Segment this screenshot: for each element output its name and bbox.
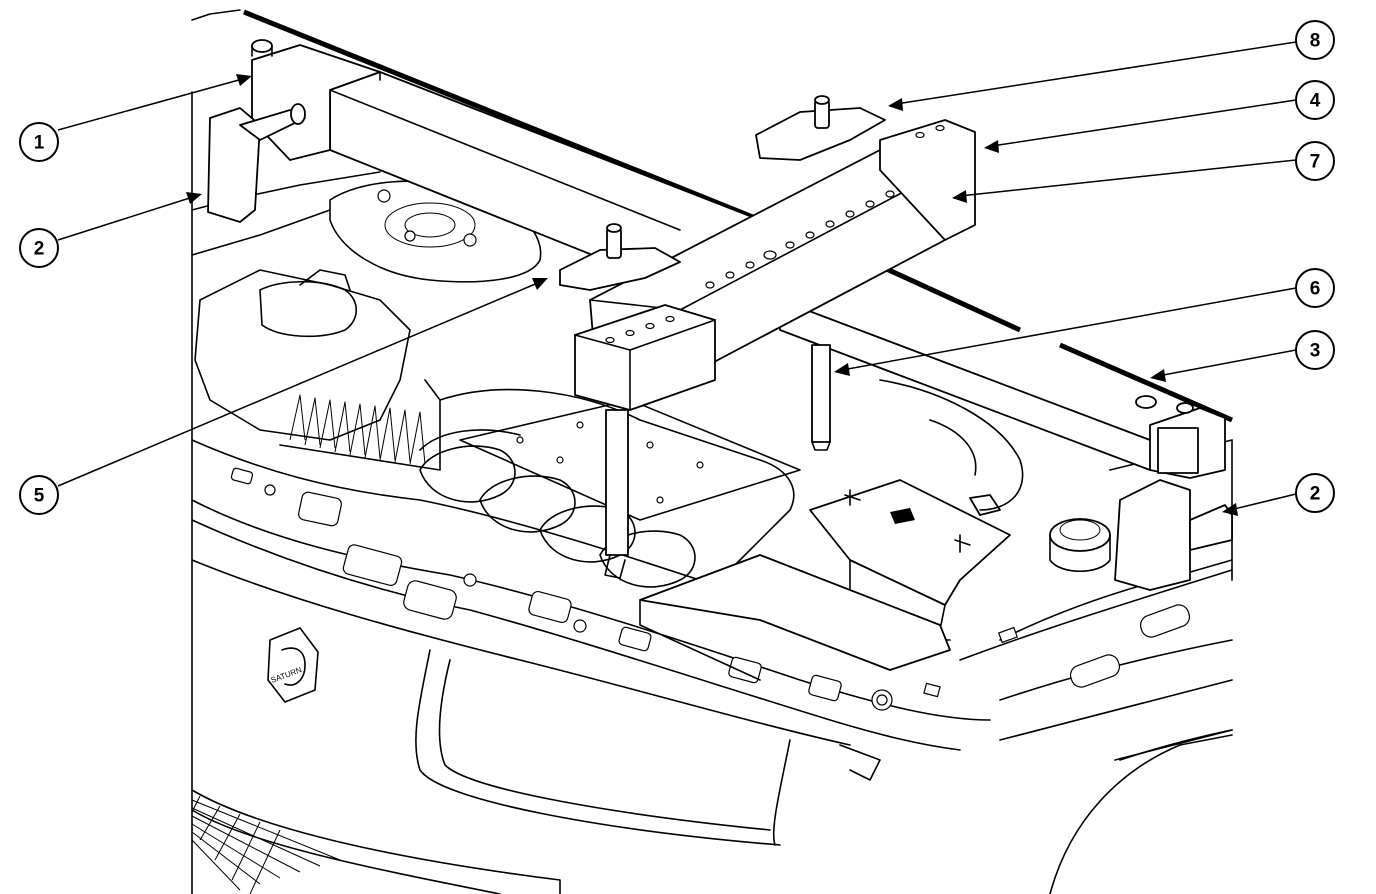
callout-2-left-label: 2 — [34, 239, 45, 260]
callout-2-right-label: 2 — [1310, 484, 1321, 505]
callout-6: 6 — [1295, 268, 1335, 308]
callout-2-right: 2 — [1295, 473, 1335, 513]
air-cleaner-ribs — [279, 379, 441, 471]
saturn-logo: SATURN — [267, 627, 319, 703]
grille-pattern — [191, 795, 341, 894]
callout-7-label: 7 — [1310, 152, 1321, 173]
callout-1: 1 — [19, 122, 59, 162]
callout-2-left: 2 — [19, 228, 59, 268]
callout-5-label: 5 — [34, 486, 45, 507]
callout-1-label: 1 — [34, 133, 45, 154]
callout-7: 7 — [1295, 141, 1335, 181]
callout-3: 3 — [1295, 330, 1335, 370]
callout-8: 8 — [1295, 20, 1335, 60]
callout-3-label: 3 — [1310, 341, 1321, 362]
callout-8-label: 8 — [1310, 31, 1321, 52]
engine-support-fixture — [207, 9, 1233, 591]
callout-6-label: 6 — [1310, 279, 1321, 300]
callouts: 1 2 8 4 7 6 3 5 — [19, 20, 1335, 516]
cross-bar-holes — [705, 190, 895, 289]
callout-5: 5 — [19, 475, 59, 515]
callout-4: 4 — [1295, 80, 1335, 120]
callout-4-label: 4 — [1310, 91, 1321, 112]
vehicle-body: SATURN — [191, 9, 1233, 894]
intake-runners — [419, 445, 696, 588]
